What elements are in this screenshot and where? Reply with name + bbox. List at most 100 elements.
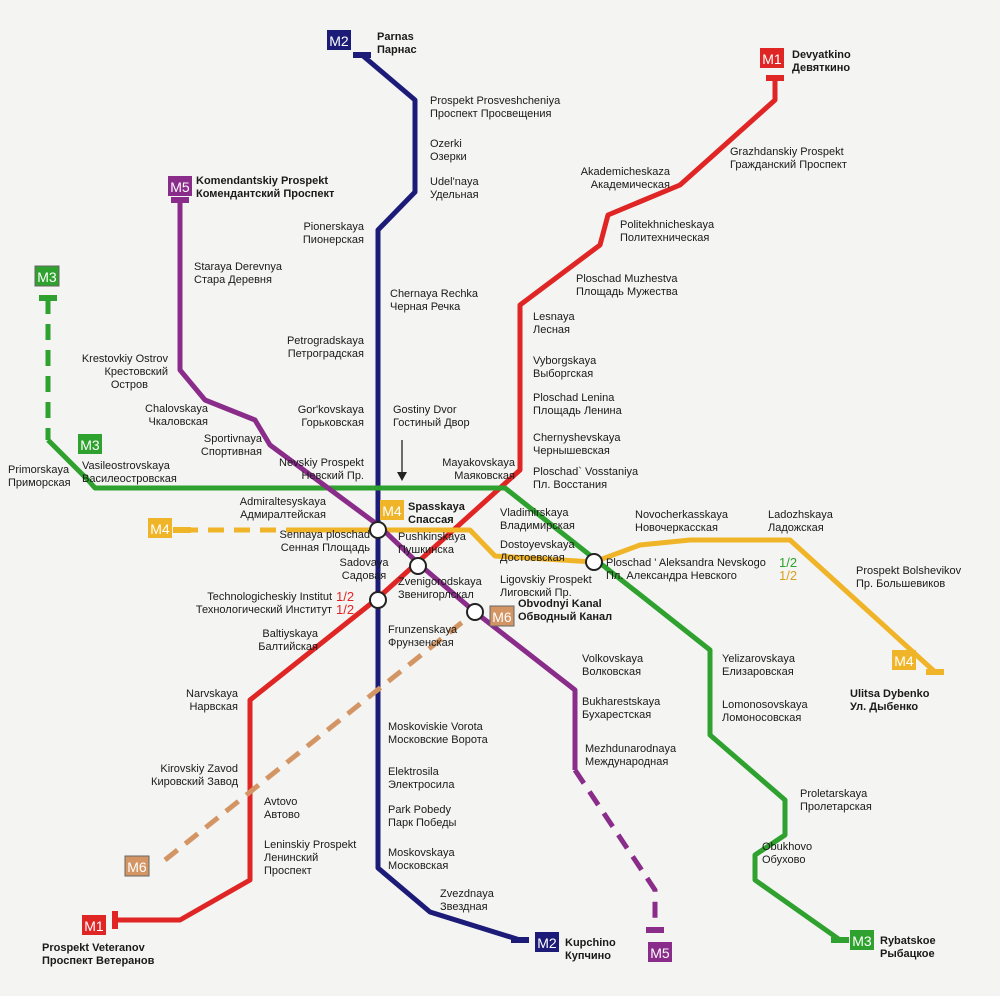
transfer-circle <box>369 591 387 609</box>
station-name-en: Kirovskiy Zavod <box>160 763 238 775</box>
station-name-ru: Крестовский <box>105 366 169 378</box>
badge-m4: M4 <box>148 518 172 538</box>
terminal-bar <box>831 937 849 943</box>
station-name-en: Elektrosila <box>388 766 440 778</box>
station-name-en: Dostoyevskaya <box>500 539 575 551</box>
station-technologicheskiy-institut[interactable]: Technologicheskiy InstitutТехнологически… <box>196 591 332 616</box>
station-name-en: Ploschad Lenina <box>533 392 615 404</box>
station-name-ru: Ладожская <box>768 522 824 534</box>
transfer-circle <box>466 603 484 621</box>
station-name-ru: Спассая <box>408 514 454 526</box>
line-m6-planned <box>163 610 477 862</box>
station-name-ru: Гостиный Двор <box>393 417 470 429</box>
station-name-en: Rybatskoe <box>880 935 936 947</box>
badge-m1: M1 <box>760 48 784 68</box>
line-m5-planned <box>572 768 658 930</box>
station-name-en: Ploschad ' Aleksandra Nevskogo <box>606 557 766 569</box>
station-name-en: Chernyshevskaya <box>533 432 621 444</box>
badge-m3: M3 <box>850 930 874 950</box>
station-name-en: Prospekt Veteranov <box>42 942 146 954</box>
station-name-en: Proletarskaya <box>800 788 868 800</box>
station-name-ru: Рыбацкое <box>880 948 935 960</box>
station-name-ru: Парк Победы <box>388 817 457 829</box>
line-m3 <box>46 438 842 943</box>
terminal-bar <box>511 937 529 943</box>
transfer-circle <box>369 521 387 539</box>
station-name-en: Akademicheskaza <box>581 166 671 178</box>
station-name-ru: Технологический Институт <box>196 604 332 616</box>
svg-text:M4: M4 <box>382 503 402 519</box>
station-name-en: Ladozhskaya <box>768 509 834 521</box>
station-name-ru: Сенная Площадь <box>281 542 370 554</box>
station-name-ru: Электросила <box>388 779 455 791</box>
station-name-ru: Политехническая <box>620 232 709 244</box>
station-name-ru: Звездная <box>440 901 488 913</box>
station-name-ru: Академическая <box>591 179 670 191</box>
